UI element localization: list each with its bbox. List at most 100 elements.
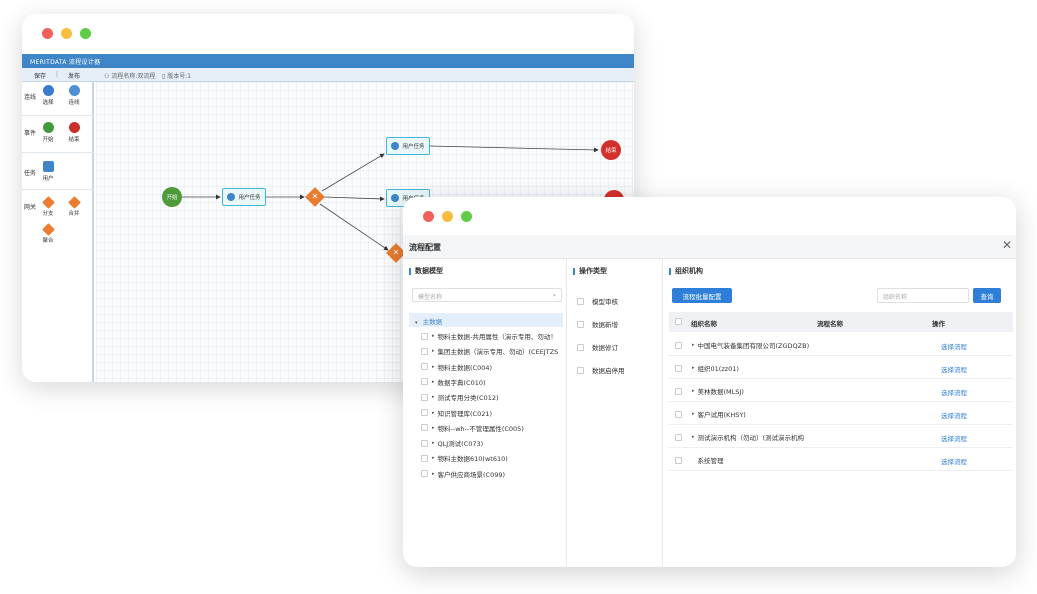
tree-item-checkbox[interactable] <box>421 347 428 355</box>
user-task-node-1[interactable]: 用户任务 <box>222 188 266 206</box>
palette-select-label: 选择 <box>42 100 54 106</box>
tree-item[interactable]: ▸知识管理库(C021) <box>421 406 565 420</box>
maximize-dot[interactable] <box>461 211 472 222</box>
aggregate-gateway-icon <box>41 223 55 236</box>
minimize-dot[interactable] <box>442 211 453 222</box>
operation-item[interactable]: 数据启停用 <box>577 363 625 377</box>
caret-right-icon: ▸ <box>432 333 435 339</box>
pointer-icon <box>42 85 54 96</box>
tree-item-checkbox[interactable] <box>421 393 428 401</box>
tree-item-checkbox[interactable] <box>421 454 428 462</box>
search-icon[interactable]: ⌕ <box>552 291 556 299</box>
model-search-input[interactable]: 模型名称 ⌕ <box>412 288 562 302</box>
operation-item[interactable]: 模型审核 <box>577 294 618 308</box>
query-button[interactable]: 查询 <box>973 288 1001 303</box>
tree-item-checkbox[interactable] <box>421 378 428 386</box>
operation-checkbox[interactable] <box>577 320 584 328</box>
caret-right-icon[interactable]: ▸ <box>692 411 695 417</box>
select-all-checkbox[interactable] <box>675 318 682 325</box>
table-row: ▸客户试用(KHSY)选择流程 <box>669 402 1013 425</box>
palette-user-task[interactable]: 用户 <box>37 161 59 182</box>
user-task-icon <box>391 142 400 150</box>
palette-connect-tool[interactable]: 连线 <box>63 85 85 106</box>
row-checkbox[interactable] <box>675 341 682 349</box>
start-node[interactable]: 开始 <box>162 187 182 207</box>
select-flow-link[interactable]: 选择流程 <box>941 366 967 374</box>
org-name-cell: ▸测试演示机构（勿动）(测试演示机构 <box>675 432 804 442</box>
operation-checkbox[interactable] <box>577 343 584 351</box>
select-flow-link[interactable]: 选择流程 <box>941 435 967 443</box>
operation-checkbox[interactable] <box>577 366 584 374</box>
palette-merge-gateway[interactable]: 合并 <box>63 196 85 217</box>
tree-item[interactable]: ▸集团主数据（演示专用、勿动）(CEEJTZS <box>421 344 565 358</box>
tree-item-checkbox[interactable] <box>421 424 428 432</box>
tree-item-checkbox[interactable] <box>421 439 428 447</box>
row-checkbox[interactable] <box>675 364 682 372</box>
org-search-placeholder: 组织名称 <box>883 294 908 301</box>
operation-label: 数据启停用 <box>592 367 625 375</box>
caret-right-icon: ▸ <box>432 470 435 477</box>
maximize-dot[interactable] <box>80 28 91 39</box>
tree-item-label: 物料主数据610(wt610) <box>437 455 508 464</box>
org-search-input[interactable]: 组织名称 <box>877 288 969 303</box>
tree-item-checkbox[interactable] <box>421 409 428 416</box>
arrow-right-icon <box>68 85 80 96</box>
palette-split-gateway[interactable]: 分支 <box>37 196 59 217</box>
tree-item[interactable]: ▸数据字典(C010) <box>421 375 565 389</box>
palette-label-event: 事件 <box>24 130 37 137</box>
operation-label: 数据新增 <box>592 321 618 329</box>
tree-item[interactable]: ▸物料主数据-共用属性（演示专用、勿动！ <box>421 329 565 343</box>
dialog-title: 流程配置 <box>409 243 441 252</box>
designer-titlebar: MERITDATA 流程设计器 <box>22 54 634 68</box>
select-flow-link[interactable]: 选择流程 <box>941 412 967 420</box>
palette-label-connect: 连线 <box>24 94 37 101</box>
close-dot[interactable] <box>423 211 434 222</box>
close-icon[interactable]: ✕ <box>1001 238 1012 252</box>
tree-item-checkbox[interactable] <box>421 470 428 478</box>
caret-down-icon: ▾ <box>415 320 418 326</box>
operation-item[interactable]: 数据修订 <box>577 340 618 354</box>
palette-end-label: 结束 <box>68 137 80 143</box>
operation-item[interactable]: 数据新增 <box>577 317 618 331</box>
tree-item-checkbox[interactable] <box>421 332 428 340</box>
row-checkbox[interactable] <box>675 433 682 441</box>
tree-item-label: 物料--wh--不管理属性(C005) <box>437 424 524 433</box>
end-node[interactable]: 结束 <box>601 140 621 160</box>
caret-right-icon[interactable]: ▸ <box>692 388 695 394</box>
row-checkbox[interactable] <box>675 387 682 395</box>
tree-item[interactable]: ▸物料--wh--不管理属性(C005) <box>421 421 565 435</box>
col-org-name: 组织名称 <box>691 320 717 328</box>
tree-item[interactable]: ▸物料主数据610(wt610) <box>421 451 565 465</box>
batch-config-button[interactable]: 流程批量配置 <box>672 288 732 303</box>
tree-item-checkbox[interactable] <box>421 363 428 371</box>
tree-item[interactable]: ▸QLJ测试(C073) <box>421 436 565 450</box>
palette-start-event[interactable]: 开始 <box>37 122 59 143</box>
palette-aggregate-gateway[interactable]: 聚合 <box>37 223 59 244</box>
tree-root-item[interactable]: ▾ 主数据 <box>409 313 563 327</box>
select-flow-link[interactable]: 选择流程 <box>941 343 967 351</box>
caret-right-icon[interactable]: ▸ <box>692 365 695 371</box>
operation-label: 数据修订 <box>592 344 618 352</box>
row-checkbox[interactable] <box>675 410 682 418</box>
caret-right-icon: ▸ <box>432 424 435 431</box>
select-flow-link[interactable]: 选择流程 <box>941 389 967 397</box>
palette-aggregate-label: 聚合 <box>42 238 54 244</box>
select-flow-link[interactable]: 选择流程 <box>941 458 967 466</box>
save-button[interactable]: 保存 <box>34 73 47 80</box>
table-row: ▸测试演示机构（勿动）(测试演示机构 选择流程 <box>669 425 1013 448</box>
palette-end-event[interactable]: 结束 <box>63 122 85 143</box>
publish-button[interactable]: 发布 <box>68 73 81 80</box>
caret-right-icon[interactable]: ▸ <box>692 434 695 440</box>
row-checkbox[interactable] <box>675 456 682 464</box>
tree-item[interactable]: ▸客户供应商场景(C099) <box>421 467 565 481</box>
palette-select-tool[interactable]: 选择 <box>37 85 59 106</box>
caret-right-icon[interactable]: ▸ <box>692 342 695 348</box>
minimize-dot[interactable] <box>61 28 72 39</box>
user-task-node-2[interactable]: 用户任务 <box>386 137 430 155</box>
merge-gateway-icon <box>67 196 81 209</box>
close-dot[interactable] <box>42 28 53 39</box>
tree-item[interactable]: ▸物料主数据(C004) <box>421 360 565 374</box>
operation-checkbox[interactable] <box>577 297 584 305</box>
org-header: 组织机构 <box>669 268 703 275</box>
tree-item[interactable]: ▸测试专用分类(C012) <box>421 390 565 404</box>
